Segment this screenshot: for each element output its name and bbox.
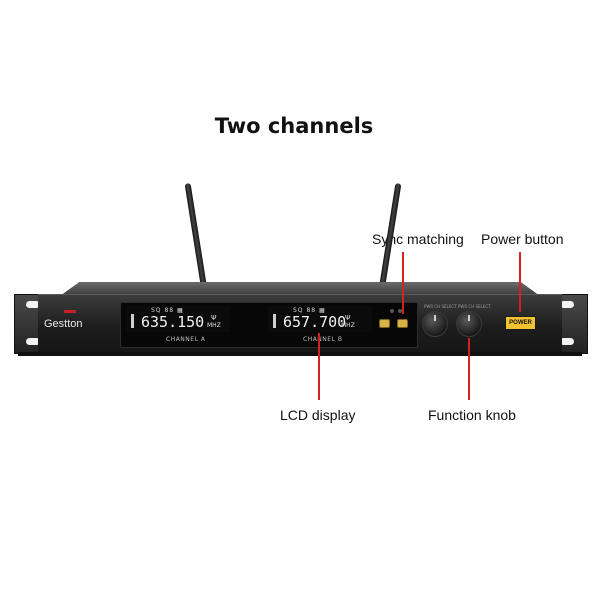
channel-b-unit: MHZ [341, 322, 355, 329]
channel-a-level-bar [131, 314, 134, 328]
rack-hole [560, 338, 574, 345]
channel-a-antenna-icon: Ψ [211, 314, 217, 322]
function-knob-label: Function knob [428, 407, 516, 423]
channel-a-status: SQ 88 ▦ [151, 307, 184, 314]
sync-leader-line [402, 252, 404, 314]
sync-led [390, 309, 394, 313]
page-title: Two channels [214, 114, 374, 138]
channel-b-level-bar [273, 314, 276, 328]
knob-leader-line [468, 338, 470, 400]
power-button[interactable]: POWER [505, 316, 536, 330]
channel-b-screen [268, 306, 372, 332]
lcd-display-label: LCD display [280, 407, 356, 423]
knob-b-label: PWR CH SELECT [458, 304, 491, 309]
channel-a-label: CHANNEL A [166, 336, 206, 343]
channel-a-unit: MHZ [207, 322, 221, 329]
rack-hole [560, 301, 574, 308]
function-knob-a[interactable] [422, 311, 448, 337]
chassis-bottom [18, 352, 582, 356]
channel-a-screen [126, 306, 230, 332]
sync-button-b[interactable] [397, 319, 408, 328]
sync-button-a[interactable] [379, 319, 390, 328]
lcd-leader-line [318, 333, 320, 400]
channel-b-label: CHANNEL B [303, 336, 343, 343]
sync-matching-label: Sync matching [372, 231, 464, 247]
power-button-label: Power button [481, 231, 564, 247]
channel-b-frequency: 657.700 [283, 313, 347, 331]
knob-indicator [468, 315, 470, 321]
chassis-top [60, 282, 540, 296]
channel-a-frequency: 635.150 [141, 313, 205, 331]
channel-b-antenna-icon: Ψ [345, 314, 351, 322]
rack-hole [26, 301, 40, 308]
function-knob-b[interactable] [456, 311, 482, 337]
rack-hole [26, 338, 40, 345]
knob-a-label: PWR CH SELECT [424, 304, 457, 309]
knob-indicator [434, 315, 436, 321]
power-leader-line [519, 252, 521, 312]
sync-led [398, 309, 402, 313]
brand-logo: Gestton [44, 318, 83, 330]
logo-mark [64, 310, 76, 313]
channel-b-status: SQ 88 ▦ [293, 307, 326, 314]
